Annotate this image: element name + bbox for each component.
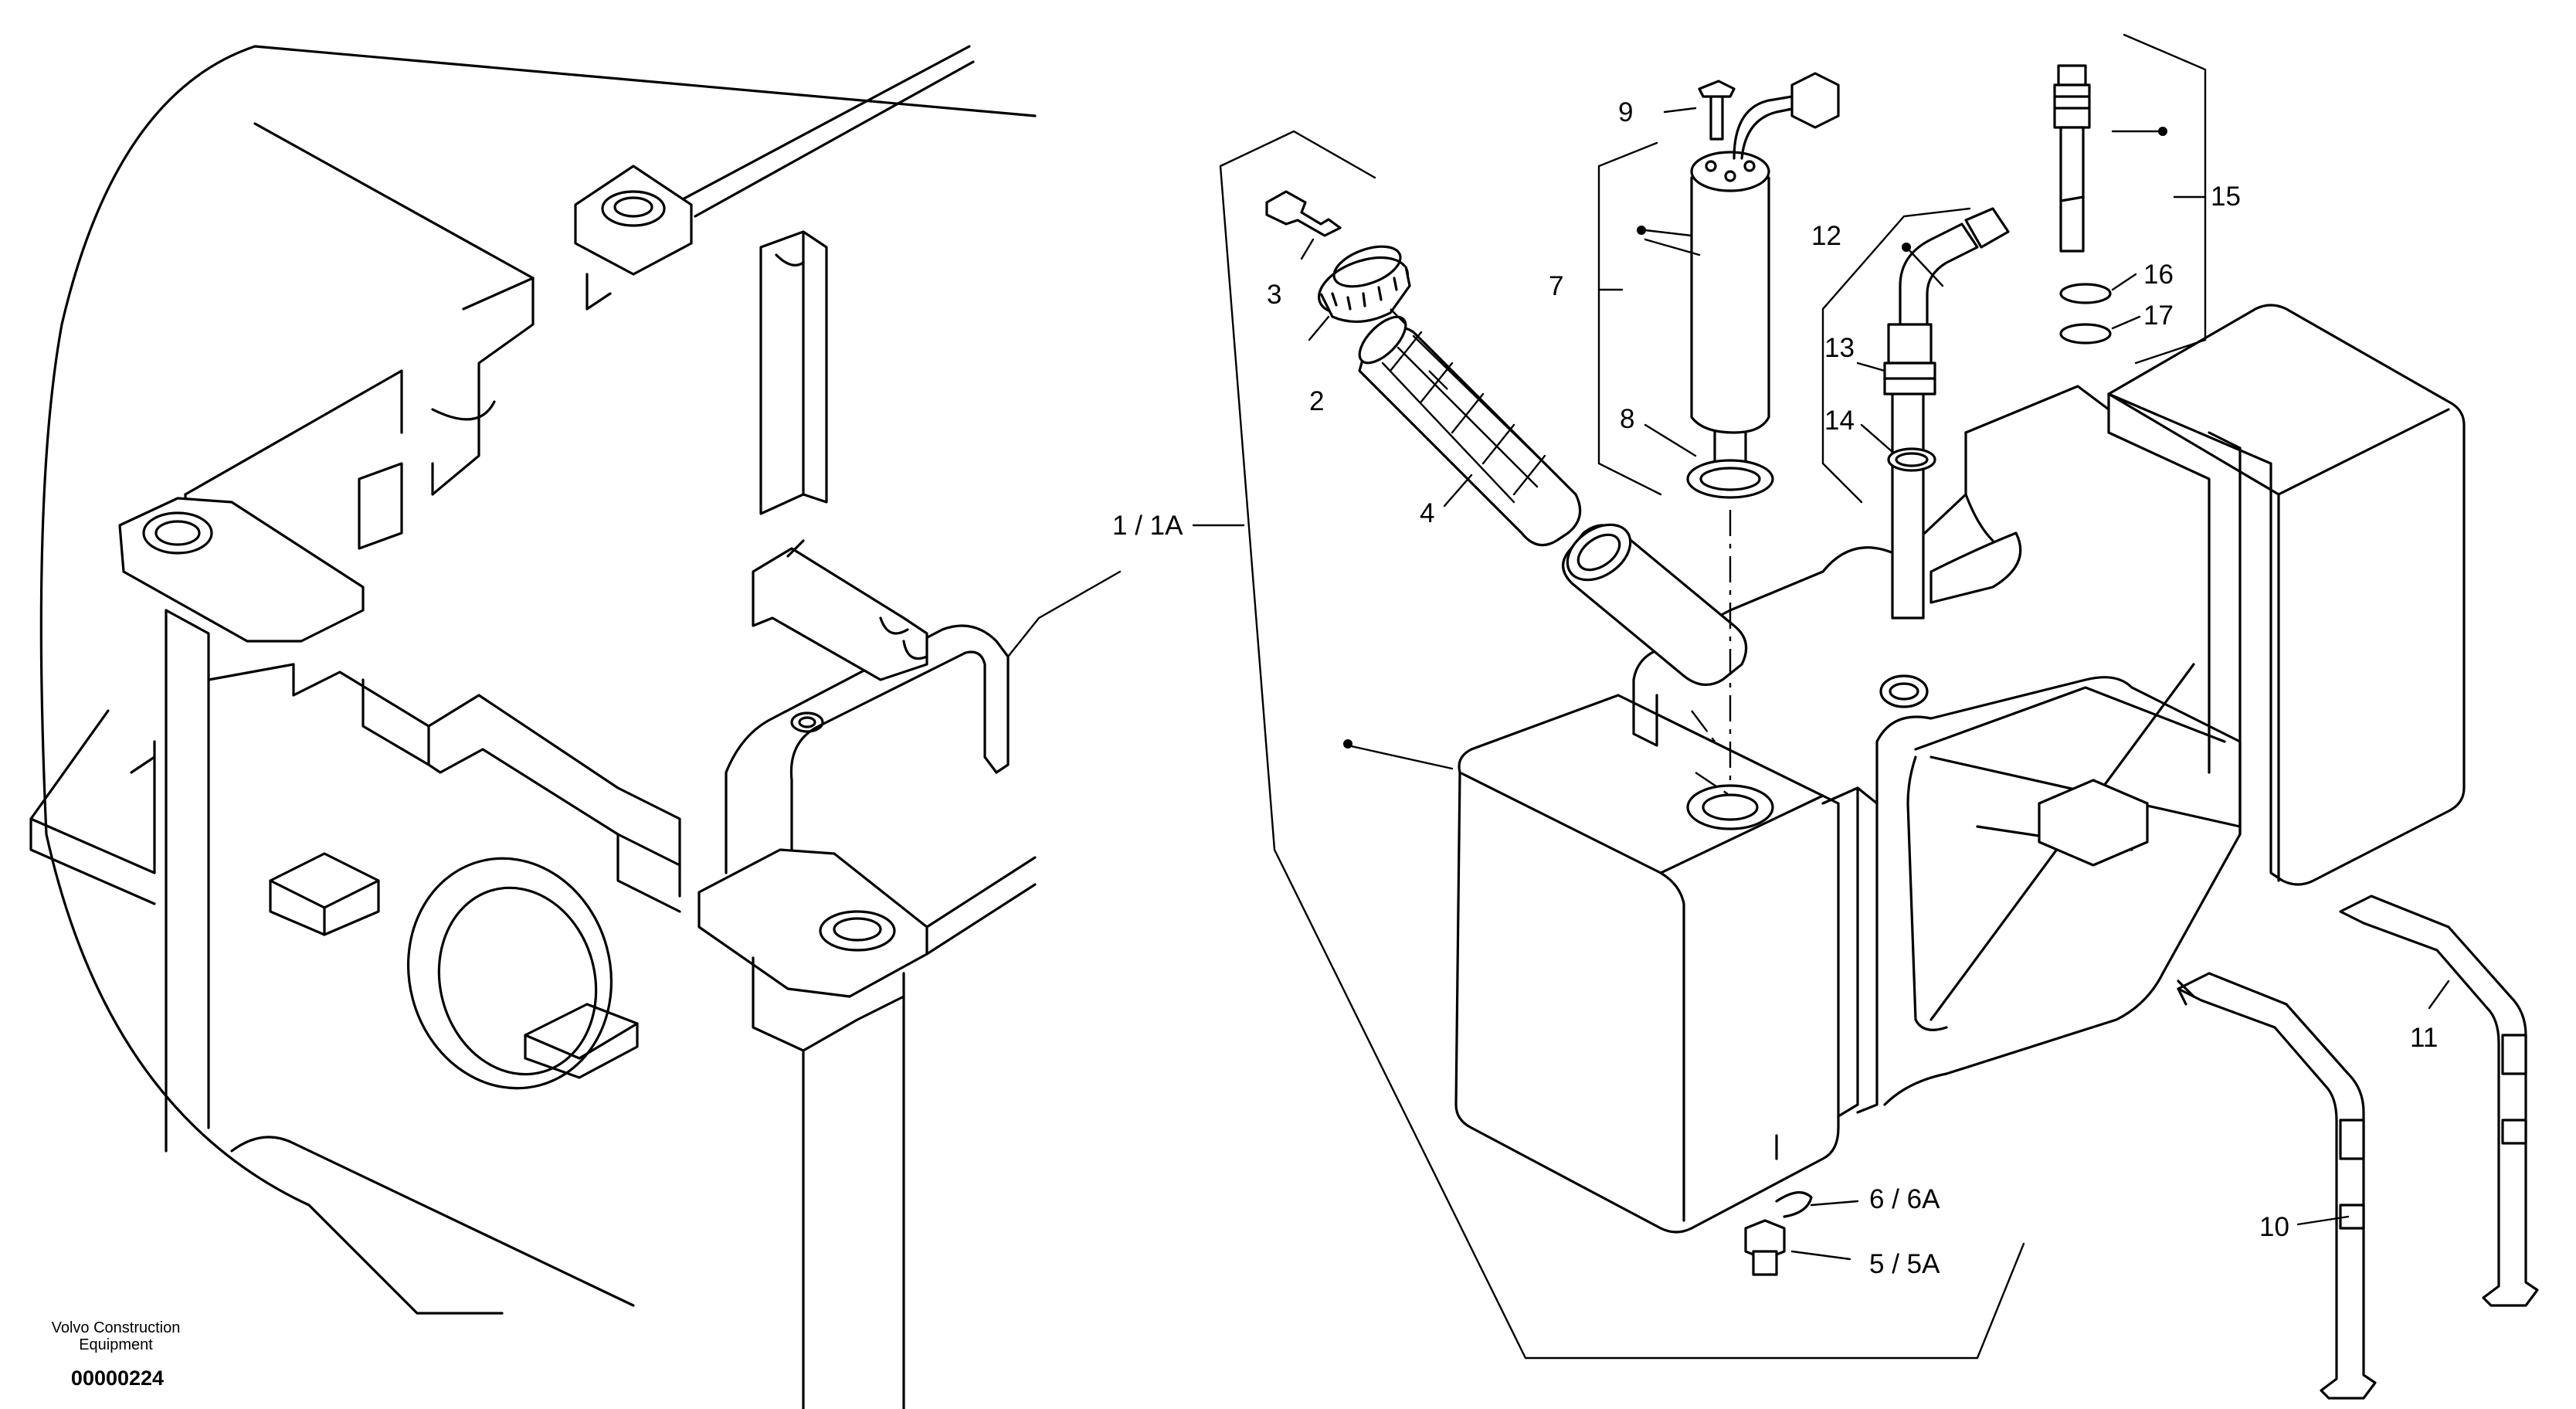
brand-line-2: Equipment <box>79 1336 153 1353</box>
callout-11: 11 <box>2410 1023 2438 1053</box>
callout-1: 1 / 1A <box>1112 511 1183 541</box>
brand-line-1: Volvo Construction <box>52 1319 181 1336</box>
drawing-number: 00000224 <box>71 1367 164 1390</box>
leader-lines <box>1192 107 2450 1261</box>
callout-labels: 1 / 1A 2 3 4 5 / 5A 6 / 6A 7 8 9 10 11 1… <box>1112 97 2438 1279</box>
callout-2: 2 <box>1309 386 1324 416</box>
callout-9: 9 <box>1618 97 1633 127</box>
callout-5: 5 / 5A <box>1869 1249 1940 1279</box>
callout-16: 16 <box>2143 260 2174 290</box>
callout-14: 14 <box>1824 406 1855 436</box>
machine-frame-drawing <box>29 45 1122 1409</box>
callout-8: 8 <box>1620 404 1634 434</box>
callout-6: 6 / 6A <box>1869 1184 1940 1214</box>
callout-7: 7 <box>1549 271 1563 301</box>
callout-15: 15 <box>2211 182 2241 212</box>
callout-12: 12 <box>1811 221 1841 251</box>
callout-3: 3 <box>1267 280 1281 310</box>
fuel-tank-drawing <box>1219 33 2539 1400</box>
callout-13: 13 <box>1824 333 1855 363</box>
callout-4: 4 <box>1420 498 1434 528</box>
callout-17: 17 <box>2143 300 2174 331</box>
footer: Volvo Construction Equipment 00000224 <box>52 1319 181 1390</box>
callout-10: 10 <box>2259 1212 2289 1242</box>
